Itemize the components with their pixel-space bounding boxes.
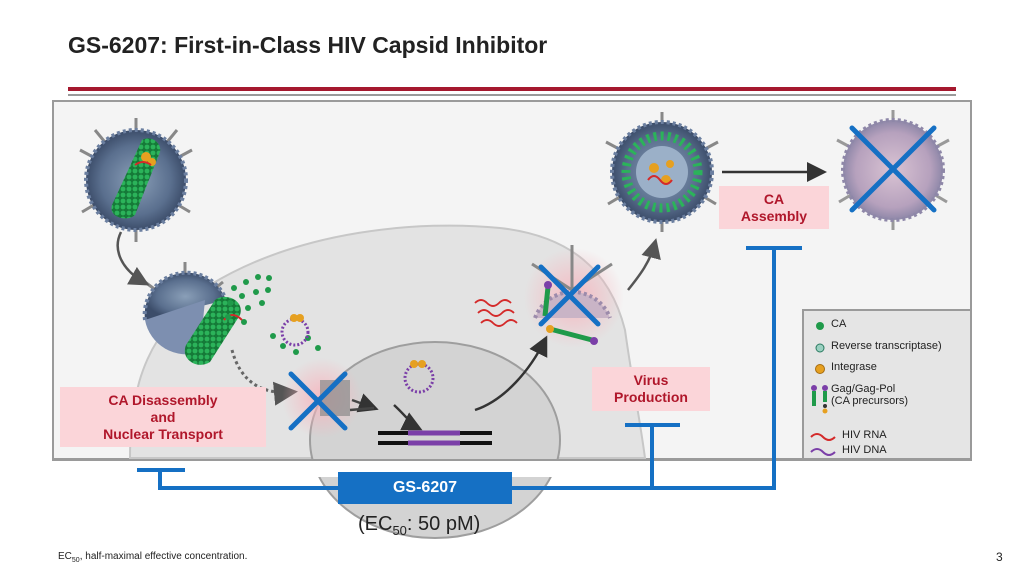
dna-circle-icon [403, 360, 435, 394]
legend-label-gag: Gag/Gag-Pol [831, 383, 896, 395]
ca-disassembly-label-line1: CA Disassembly [108, 392, 218, 408]
virus-production-label-line2: Production [614, 389, 688, 405]
hiv-dna-icon [810, 448, 836, 456]
ca-disassembly-label-line3: Nuclear Transport [103, 426, 223, 442]
arrow-production [474, 335, 548, 412]
virion-icon [605, 112, 719, 232]
arrow-entry [116, 231, 150, 286]
page-title: GS-6207: First-in-Class HIV Capsid Inhib… [68, 32, 548, 58]
legend-label-integrase: Integrase [831, 361, 877, 373]
capsid-cone-icon [184, 296, 243, 365]
dna-circle-icon [280, 314, 310, 347]
legend-label-reverse-transcriptase: Reverse transcriptase) [831, 340, 942, 352]
footnote: EC50, half-maximal effective concentrati… [58, 551, 247, 564]
block-x-icon [849, 125, 937, 213]
ca-assembly-label-line1: CA [763, 191, 785, 207]
integrase-dot-icon [815, 364, 825, 374]
reverse-transcriptase-dot-icon [815, 343, 825, 353]
ca-disassembly-label-line2: and [150, 409, 176, 425]
virus-production-label: Virus Production [592, 367, 710, 411]
ec50-sub: 50 [392, 523, 407, 538]
ec50-prefix: (EC [358, 513, 393, 535]
gag-precursor-icon [811, 385, 828, 414]
provirus [378, 430, 492, 446]
footnote-sub: 50 [71, 557, 80, 564]
ec50-suffix: : 50 pM) [406, 513, 481, 535]
legend-label-ca-precursors: (CA precursors) [831, 395, 909, 407]
legend-label-ca: CA [831, 318, 847, 330]
footnote-prefix: EC [58, 551, 72, 562]
drug-label: GS-6207 [338, 472, 512, 504]
title-rule-gray [68, 94, 956, 96]
arrow-release [627, 238, 661, 291]
gag-precursors [542, 281, 598, 345]
footnote-suffix: , half-maximal effective concentration. [79, 551, 248, 562]
ca-assembly-label-line2: Assembly [740, 208, 808, 224]
virus-production-label-line1: Virus [633, 372, 669, 388]
ca-dot-icon [816, 322, 824, 330]
block-x-icon [288, 371, 348, 431]
legend-label-hiv-dna: HIV DNA [842, 444, 887, 456]
rna-strands [474, 299, 518, 327]
released-ca-dots [225, 274, 321, 355]
title-rule-red [68, 87, 956, 91]
inhibition-lines [137, 246, 802, 490]
page-number: 3 [996, 550, 1003, 564]
legend: CA Reverse transcriptase) Integrase Gag/… [802, 309, 972, 460]
block-x-icon [538, 264, 601, 327]
virion-icon [79, 118, 193, 242]
hiv-rna-icon [810, 433, 836, 441]
legend-label-hiv-rna: HIV RNA [842, 429, 887, 441]
ca-disassembly-label: CA Disassembly and Nuclear Transport [60, 387, 266, 447]
arrow-transport [230, 349, 298, 406]
ca-assembly-label: CA Assembly [719, 186, 829, 229]
ec50-value: (EC50: 50 pM) [358, 513, 480, 538]
